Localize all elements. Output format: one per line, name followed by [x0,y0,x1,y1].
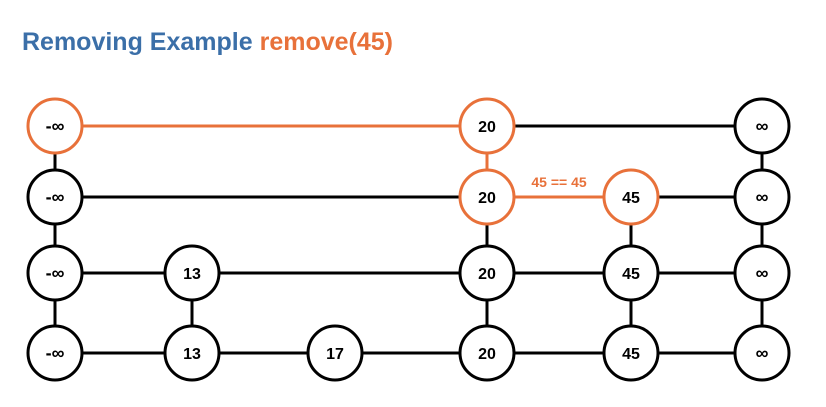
node-circle [458,324,516,382]
node-label: -∞ [46,187,65,207]
node-circle [733,97,791,155]
node-L3-20: 20 [458,97,516,155]
node-L0-17: 17 [306,324,364,382]
node-label: 20 [478,119,496,136]
node-L2-45: 45 [602,168,660,226]
node-circle [458,168,516,226]
node-circle [602,244,660,302]
slide-title: Removing Example remove(45) [22,28,393,57]
node-L0-13: 13 [163,324,221,382]
node-circle [26,168,84,226]
node-circle [733,244,791,302]
title-call-text: remove(45) [259,28,393,56]
title-main-text: Removing Example [22,28,253,56]
node-L1-13: 13 [163,244,221,302]
node-label: 20 [478,190,496,207]
node-label: -∞ [46,263,65,283]
node-label: -∞ [46,116,65,136]
node-label: ∞ [756,116,769,136]
node-L1-inf: ∞ [733,244,791,302]
node-label: ∞ [756,343,769,363]
node-circle [163,324,221,382]
comparison-annotation: 45 == 45 [531,174,586,190]
annotation-layer: 45 == 45 [531,174,586,190]
node-circle [458,244,516,302]
node-label: 45 [622,266,640,283]
node-L0-inf: ∞ [733,324,791,382]
node-L0-neg-inf: -∞ [26,324,84,382]
node-L1-45: 45 [602,244,660,302]
node-label: 20 [478,266,496,283]
node-circle [733,168,791,226]
node-label: 20 [478,346,496,363]
node-L0-20: 20 [458,324,516,382]
node-L3-inf: ∞ [733,97,791,155]
links-layer [53,124,764,355]
node-circle [458,97,516,155]
node-label: 17 [326,346,344,363]
nodes-layer: -∞ 20 ∞ -∞ 20 45 ∞ -∞ 13 20 45 ∞ -∞ 13 17 20 45 ∞ [26,97,791,382]
node-label: 45 [622,346,640,363]
node-label: 45 [622,190,640,207]
node-circle [26,244,84,302]
node-circle [306,324,364,382]
node-circle [26,97,84,155]
node-L0-45: 45 [602,324,660,382]
node-label: ∞ [756,263,769,283]
node-L2-20: 20 [458,168,516,226]
node-label: -∞ [46,343,65,363]
node-label: 13 [183,266,201,283]
node-circle [163,244,221,302]
node-L1-neg-inf: -∞ [26,244,84,302]
node-circle [733,324,791,382]
node-circle [602,168,660,226]
node-L1-20: 20 [458,244,516,302]
node-L3-neg-inf: -∞ [26,97,84,155]
node-circle [26,324,84,382]
node-circle [602,324,660,382]
node-L2-inf: ∞ [733,168,791,226]
node-L2-neg-inf: -∞ [26,168,84,226]
node-label: 13 [183,346,201,363]
node-label: ∞ [756,187,769,207]
